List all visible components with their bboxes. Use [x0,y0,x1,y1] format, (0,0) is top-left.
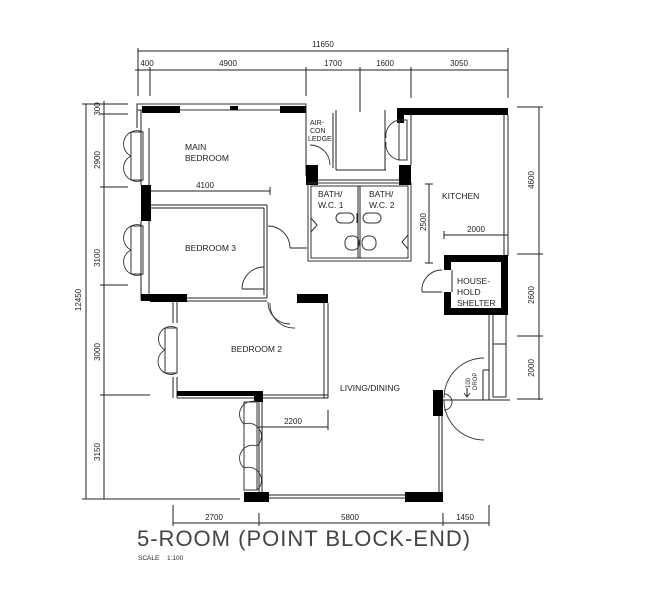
dim-bottom-2: 5800 [341,513,359,522]
windows-doors [123,119,485,491]
dim-top-5: 3050 [450,59,468,68]
dim-top-3: 1700 [324,59,342,68]
dim-living-width: 2200 [284,417,302,426]
plan-title: 5-ROOM (POINT BLOCK-END) [137,526,471,551]
dim-bottom-1: 2700 [205,513,223,522]
label-shelter-1: HOUSE- [457,276,490,286]
dim-right-2: 2600 [527,286,536,304]
dim-left-1: 300 [93,102,102,116]
dim-left-2: 2900 [93,151,102,169]
top-dimensions: 11650 400 4900 1700 1600 3050 [135,40,509,112]
label-bath1-1: BATH/ [318,189,343,199]
dim-top-1: 400 [140,59,154,68]
right-dimensions: 4600 2600 2000 [517,106,543,400]
dim-left-3: 3100 [93,249,102,267]
dim-top-2: 4900 [219,59,237,68]
bottom-dimensions: 2700 5800 1450 [172,505,490,526]
label-main-bedroom-2: BEDROOM [185,153,229,163]
label-drop-1: 100 [466,377,472,388]
label-kitchen: KITCHEN [442,191,479,201]
dim-left-4: 3000 [93,343,102,361]
left-dimensions: 12450 300 2900 3100 3000 3150 [74,101,240,500]
dim-right-1: 4600 [527,171,536,189]
bath-fixtures [335,212,382,251]
label-bath2-2: W.C. 2 [369,200,395,210]
label-aircon-2: CON [310,128,326,135]
dim-kitchen-height: 2500 [419,213,428,231]
label-main-bedroom-1: MAIN [185,142,206,152]
walls: 4100 2500 2000 [136,103,510,502]
label-bath2-1: BATH/ [369,189,394,199]
label-aircon-3: LEDGE [308,136,332,143]
label-shelter-3: SHELTER [457,298,496,308]
label-drop-2: DROP [473,373,479,390]
dim-bottom-3: 1450 [456,513,474,522]
label-shelter-2: HOLD [457,287,481,297]
scale-value: 1:100 [167,555,184,562]
label-bath1-2: W.C. 1 [318,200,344,210]
dim-top-4: 1600 [376,59,394,68]
dim-left-total: 12450 [74,288,83,311]
scale-label: SCALE [138,555,160,562]
dim-main-bedroom-width: 4100 [196,181,214,190]
dim-top-total: 11650 [312,40,334,49]
label-bedroom-3: BEDROOM 3 [185,243,236,253]
room-labels: MAIN BEDROOM AIR- CON LEDGE BATH/ W.C. 1… [185,120,496,398]
drop-arrowhead-icon [463,392,471,398]
dim-right-3: 2000 [527,359,536,377]
label-aircon-1: AIR- [310,120,325,127]
label-bedroom-2: BEDROOM 2 [231,344,282,354]
label-living-dining: LIVING/DINING [340,383,400,393]
dim-kitchen-width: 2000 [467,225,485,234]
dim-left-5: 3150 [93,443,102,461]
